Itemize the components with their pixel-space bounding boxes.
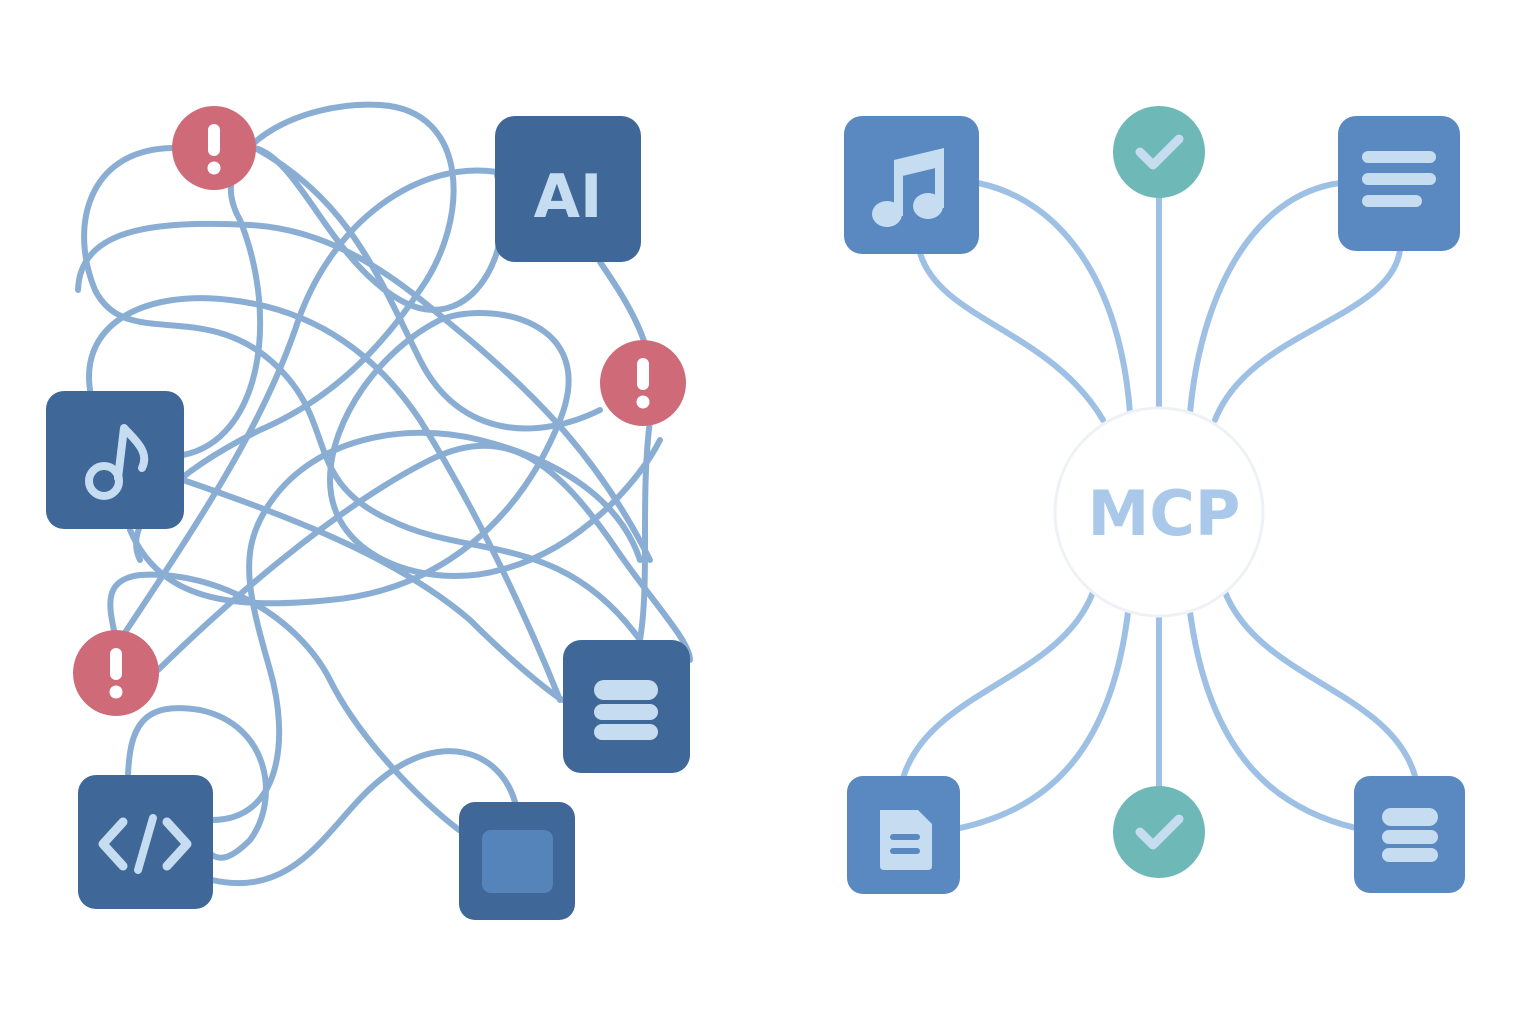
mcp-hub: MCP: [1053, 406, 1265, 618]
database-node-left: [563, 640, 690, 773]
music-node-left: [46, 391, 184, 529]
square-node: [459, 802, 575, 920]
alert-badge-top: [172, 106, 256, 190]
music-note-icon: [85, 424, 149, 500]
check-icon: [1135, 134, 1184, 170]
database-node-right: [1354, 776, 1465, 893]
tangled-connections: [75, 101, 693, 887]
alert-icon: [207, 124, 221, 175]
code-icon: [98, 814, 192, 874]
music-node-right: [844, 116, 979, 254]
list-icon: [1362, 151, 1436, 207]
alert-badge-left: [73, 630, 159, 716]
document-icon: [880, 810, 932, 870]
list-node: [1338, 116, 1460, 251]
alert-icon: [109, 648, 123, 699]
mcp-label: MCP: [1088, 477, 1241, 550]
database-icon: [594, 680, 658, 740]
hub-connections: [900, 180, 1418, 831]
square-icon: [482, 830, 553, 893]
alert-icon: [636, 358, 650, 409]
document-node: [847, 776, 960, 894]
check-badge-bottom: [1113, 786, 1205, 878]
alert-badge-right: [600, 340, 686, 426]
ai-node: AI: [495, 116, 641, 262]
music-note-icon: [872, 148, 944, 227]
check-badge-top: [1113, 106, 1205, 198]
code-node: [78, 775, 213, 909]
ai-label: AI: [534, 162, 603, 232]
check-icon: [1135, 814, 1184, 850]
database-icon: [1382, 808, 1438, 862]
